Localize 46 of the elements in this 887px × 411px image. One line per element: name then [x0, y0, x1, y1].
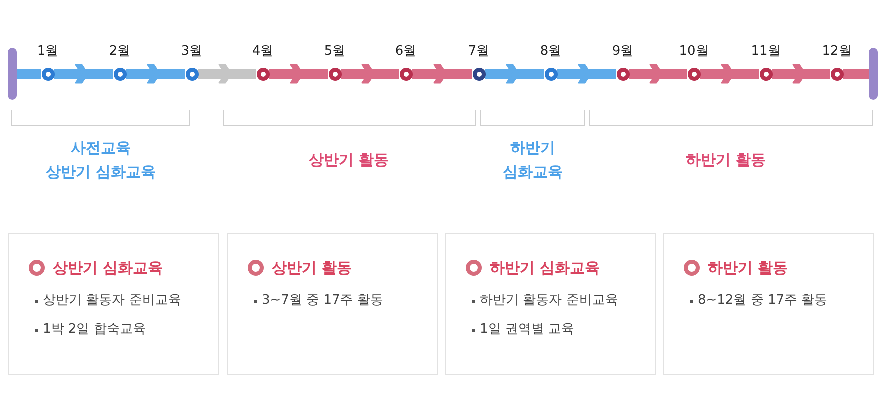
- list-item: 3~7월 중 17주 활동: [254, 292, 384, 310]
- phase-label: 상반기 활동: [308, 150, 390, 171]
- phase-label: 하반기 심화교육: [503, 138, 563, 183]
- month-label: 9월: [612, 44, 634, 60]
- timeline-marker: [472, 68, 486, 80]
- timeline-marker: [830, 68, 844, 80]
- end-cap: [8, 48, 17, 100]
- timeline-bar: [844, 69, 869, 79]
- list-item: 1박 2일 합숙교육: [35, 321, 146, 339]
- card-title: 상반기 심화교육: [53, 258, 164, 278]
- timeline-marker: [328, 68, 342, 80]
- card-title: 상반기 활동: [272, 258, 352, 278]
- month-label: 12월: [822, 44, 852, 60]
- month-label: 3월: [181, 44, 203, 60]
- timeline-marker: [688, 68, 700, 80]
- info-card: [8, 233, 219, 375]
- timeline-marker: [760, 68, 772, 80]
- list-item: 1일 권역별 교육: [472, 321, 575, 339]
- timeline-marker: [186, 68, 198, 80]
- info-card: [663, 233, 874, 375]
- month-label: 2월: [109, 44, 131, 60]
- timeline-marker: [400, 68, 412, 80]
- month-label: 7월: [468, 44, 490, 60]
- timeline-marker: [544, 68, 558, 80]
- timeline-marker: [256, 68, 270, 80]
- end-cap: [869, 48, 878, 100]
- card-title: 하반기 활동: [708, 258, 788, 278]
- list-item: 하반기 활동자 준비교육: [472, 292, 618, 310]
- phase-label: 하반기 활동: [686, 150, 766, 171]
- card-title: 하반기 심화교육: [490, 258, 600, 278]
- info-card: [445, 233, 656, 375]
- timeline-marker: [616, 68, 630, 80]
- month-label: 4월: [252, 44, 274, 60]
- timeline-marker: [114, 68, 126, 80]
- month-label: 1월: [37, 44, 59, 60]
- month-label: 8월: [540, 44, 562, 60]
- timeline-bar: [17, 69, 42, 79]
- timeline-marker: [42, 68, 54, 80]
- month-label: 10월: [679, 44, 709, 60]
- list-item: 8~12월 중 17주 활동: [690, 292, 828, 310]
- month-label: 5월: [324, 44, 346, 60]
- phase-label: 사전교육 상반기 심화교육: [46, 138, 156, 183]
- list-item: 상반기 활동자 준비교육: [35, 292, 182, 310]
- month-label: 11월: [751, 44, 781, 60]
- month-label: 6월: [395, 44, 417, 60]
- info-card: [227, 233, 438, 375]
